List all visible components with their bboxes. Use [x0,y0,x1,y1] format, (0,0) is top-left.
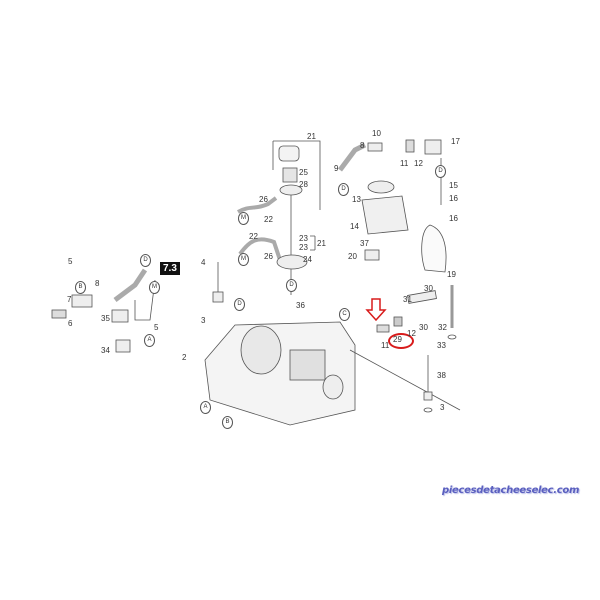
callout-21: 21 [307,132,316,141]
callout-3: 3 [201,316,206,325]
wheel-icon [322,374,344,400]
valve-20-icon [364,249,380,261]
tank-cap-icon [367,180,395,194]
callout-13: 13 [352,195,361,204]
base-housing-icon [204,321,356,426]
callout-16: 16 [449,194,458,203]
callout-12: 12 [407,329,416,338]
connector-badge-m: M [238,212,249,225]
connector-badge-d: D [435,165,446,178]
callout-24: 24 [303,255,312,264]
callout-14: 14 [350,222,359,231]
callout-8: 8 [360,141,365,150]
hose-22b [238,237,282,261]
callout-37: 37 [360,239,369,248]
callout-9: 9 [334,164,339,173]
part-35-icon [111,309,129,323]
callout-28: 28 [299,180,308,189]
connector-badge-d: D [234,298,245,311]
callout-30: 30 [419,323,428,332]
callout-23: 23 [299,234,308,243]
part-29-icon [376,324,390,333]
callout-11: 11 [400,159,409,168]
callout-32: 32 [438,323,447,332]
connector-badge-b: B [222,416,233,429]
connector-badge-a: A [200,401,211,414]
part-6-icon [51,309,67,319]
watermark: piecesdetacheeselec.com [442,485,580,496]
callout-30: 30 [424,284,433,293]
callout-5: 5 [68,257,73,266]
callout-26: 26 [264,252,273,261]
callout-25: 25 [299,168,308,177]
callout-20: 20 [348,252,357,261]
boiler-icon [240,325,282,375]
callout-17: 17 [451,137,460,146]
callout-35: 35 [101,314,110,323]
callout-19: 19 [447,270,456,279]
tank-14-icon [361,195,409,235]
callout-15: 15 [449,181,458,190]
part-17-icon [424,139,442,155]
callout-38: 38 [437,371,446,380]
part-19-icon [421,224,447,273]
hose-left [113,268,148,302]
callout-23: 23 [299,243,308,252]
callout-29-highlighted: 29 [393,335,402,344]
callout-7: 7 [67,295,72,304]
connector-badge-b: B [75,281,86,294]
callout-8: 8 [95,279,100,288]
filter-element-icon [282,167,298,183]
callout-21: 21 [317,239,326,248]
callout-31: 31 [403,295,412,304]
hose-22a [236,196,278,214]
callout-16: 16 [449,214,458,223]
connector-badge-c: C [339,308,350,321]
callout-2: 2 [182,353,187,362]
callout-36: 36 [296,301,305,310]
callout-22: 22 [264,215,273,224]
part-31-icon [407,290,437,304]
filter-cap-icon [278,145,300,162]
callout-26: 26 [259,195,268,204]
pump-block-icon [289,349,326,381]
callout-3: 3 [440,403,445,412]
connector-badge-m: M [149,281,160,294]
connector-badge-d: D [338,183,349,196]
callout-22: 22 [249,232,258,241]
callout-10: 10 [372,129,381,138]
fitting-7-icon [71,294,93,308]
callout-4: 4 [201,258,206,267]
pump-24-icon [276,254,308,270]
hose-9 [338,142,367,172]
connector-badge-a: A [144,334,155,347]
callout-11: 11 [381,341,390,350]
connector-badge-d: D [140,254,151,267]
connector-badge-m: M [238,253,249,266]
bracket-21 [272,140,321,210]
callout-33: 33 [437,341,446,350]
section-label: 7.3 [160,262,180,275]
callout-6: 6 [68,319,73,328]
callout-34: 34 [101,346,110,355]
highlight-ring [388,333,414,349]
callout-5: 5 [154,323,159,332]
connector-badge-d: D [286,279,297,292]
callout-12: 12 [414,159,423,168]
highlight-arrow-icon [365,298,387,322]
part-34-icon [115,339,131,353]
